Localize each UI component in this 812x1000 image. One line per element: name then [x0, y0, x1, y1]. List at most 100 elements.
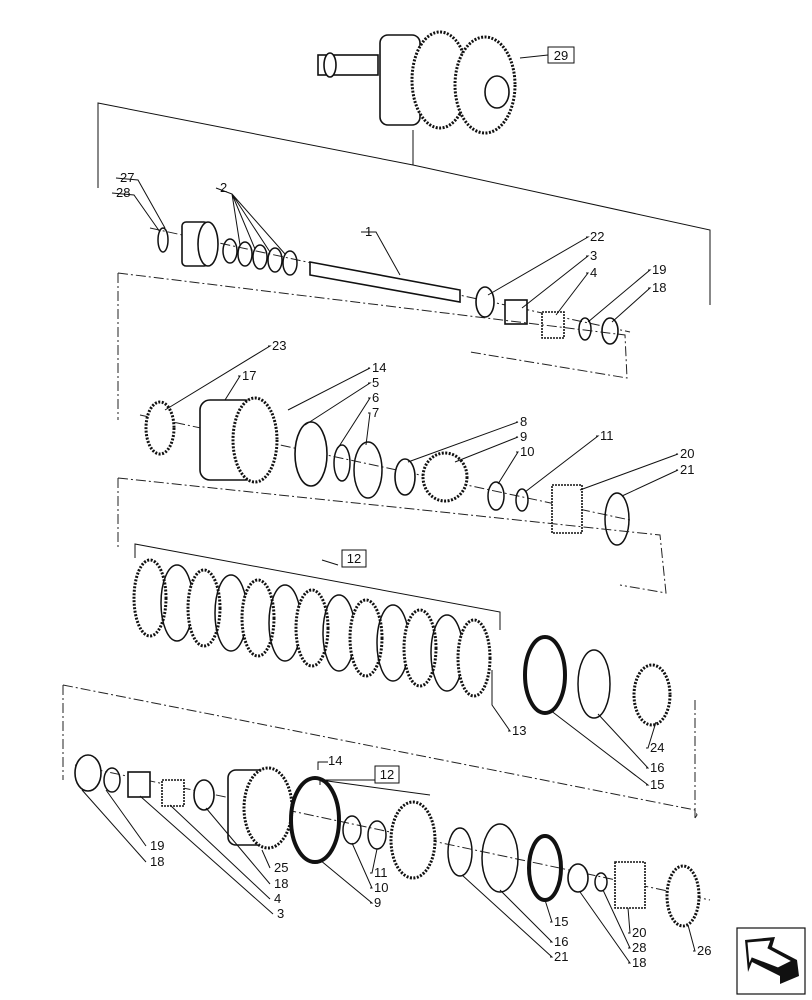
leader-line: [687, 924, 696, 952]
part-number-label: 17: [242, 368, 256, 383]
leader-line: [261, 849, 271, 869]
ref-label[interactable]: 12: [347, 551, 361, 566]
ref-box[interactable]: [374, 765, 400, 784]
part-number-label: 9: [374, 895, 381, 910]
clutch-plate: [132, 558, 168, 638]
leader-line: [579, 453, 679, 491]
leader-line: [337, 397, 371, 449]
part-number-label: 7: [372, 405, 379, 420]
leader-line: [115, 177, 166, 229]
part-number-label: 18: [274, 876, 288, 891]
row-1-parts: [117, 221, 631, 420]
clutch-plate: [186, 568, 222, 648]
part-number-label: 21: [554, 949, 568, 964]
clutch-plate: [294, 588, 330, 668]
leader-line: [361, 231, 401, 276]
part-number-label: 21: [680, 462, 694, 477]
part-number-label: 23: [272, 338, 286, 353]
part-number-label: 11: [374, 865, 388, 880]
part-number-label: 8: [520, 414, 527, 429]
part-number-label: 28: [632, 940, 646, 955]
leader-line: [587, 269, 652, 323]
part-number-label: 28: [116, 185, 130, 200]
part-number-label: 19: [150, 838, 164, 853]
leader-line: [319, 859, 374, 904]
part-number-label: 22: [590, 229, 604, 244]
leader-line: [224, 375, 241, 401]
leader-line: [365, 412, 371, 446]
part-number-label: 19: [652, 262, 666, 277]
part-number-label: 18: [652, 280, 666, 295]
row-4-parts: [74, 754, 711, 928]
part-number-label: 2: [220, 180, 227, 195]
assembly-illustration: 29: [97, 30, 711, 305]
leader-line: [499, 889, 554, 943]
row-2-parts: [117, 396, 667, 594]
part-number-label: 18: [632, 955, 646, 970]
leader-line: [521, 255, 590, 309]
leader-line: [111, 192, 161, 233]
leader-line: [407, 421, 519, 463]
leader-line: [105, 789, 147, 847]
part-number-label: 6: [372, 390, 379, 405]
leader-line: [611, 287, 652, 323]
part-number-label: 25: [274, 860, 288, 875]
leader-line: [597, 713, 650, 769]
part-number-label: 9: [520, 429, 527, 444]
leader-line: [549, 709, 650, 786]
leader-line: [215, 187, 286, 255]
part-number-label: 20: [680, 446, 694, 461]
part-number-label: 14: [328, 753, 342, 768]
clutch-plate: [402, 608, 438, 688]
part-number-label: 26: [697, 943, 711, 958]
assembly-ref-label[interactable]: 29: [554, 48, 568, 63]
leader-line: [627, 907, 631, 934]
part-number-label: 1: [365, 224, 372, 239]
part-number-label: 11: [600, 428, 614, 443]
part-number-label: 18: [150, 854, 164, 869]
leader-line: [81, 789, 147, 863]
part-number-label: 24: [650, 740, 664, 755]
clutch-plate: [348, 598, 384, 678]
leader-line: [287, 367, 371, 411]
part-number-label: 15: [650, 777, 664, 792]
part-number-label: 13: [512, 723, 526, 738]
leader-line: [491, 670, 511, 732]
leader-line: [169, 804, 271, 900]
leader-line: [205, 807, 271, 885]
leader-line: [579, 891, 631, 964]
part-number-label: 3: [277, 906, 284, 921]
part-number-label: 5: [372, 375, 379, 390]
leader-line: [497, 451, 519, 485]
ref-label[interactable]: 12: [380, 767, 394, 782]
leader-line: [487, 236, 590, 296]
part-number-label: 15: [554, 914, 568, 929]
ref-box[interactable]: [341, 549, 367, 568]
leader-line: [461, 874, 554, 958]
part-number-label: 20: [632, 925, 646, 940]
leader-line: [454, 436, 519, 463]
leader-line: [164, 345, 272, 411]
leader-line: [139, 795, 274, 915]
leader-line: [621, 469, 679, 497]
leader-line: [370, 848, 378, 874]
leader-line: [602, 889, 631, 949]
leader-line: [351, 842, 373, 889]
leader-line: [544, 899, 553, 923]
clutch-plate: [456, 618, 492, 698]
leader-line: [524, 435, 600, 493]
part-number-label: 16: [650, 760, 664, 775]
part-number-label: 4: [590, 265, 597, 280]
part-number-label: 4: [274, 891, 281, 906]
part-number-label: 27: [120, 170, 134, 185]
part-number-label: 10: [520, 444, 534, 459]
part-number-label: 10: [374, 880, 388, 895]
leader-line: [555, 272, 590, 316]
leader-line: [646, 721, 657, 749]
clutch-plate: [240, 578, 276, 658]
part-number-label: 16: [554, 934, 568, 949]
arrow-back-icon[interactable]: [736, 927, 806, 995]
part-number-label: 3: [590, 248, 597, 263]
